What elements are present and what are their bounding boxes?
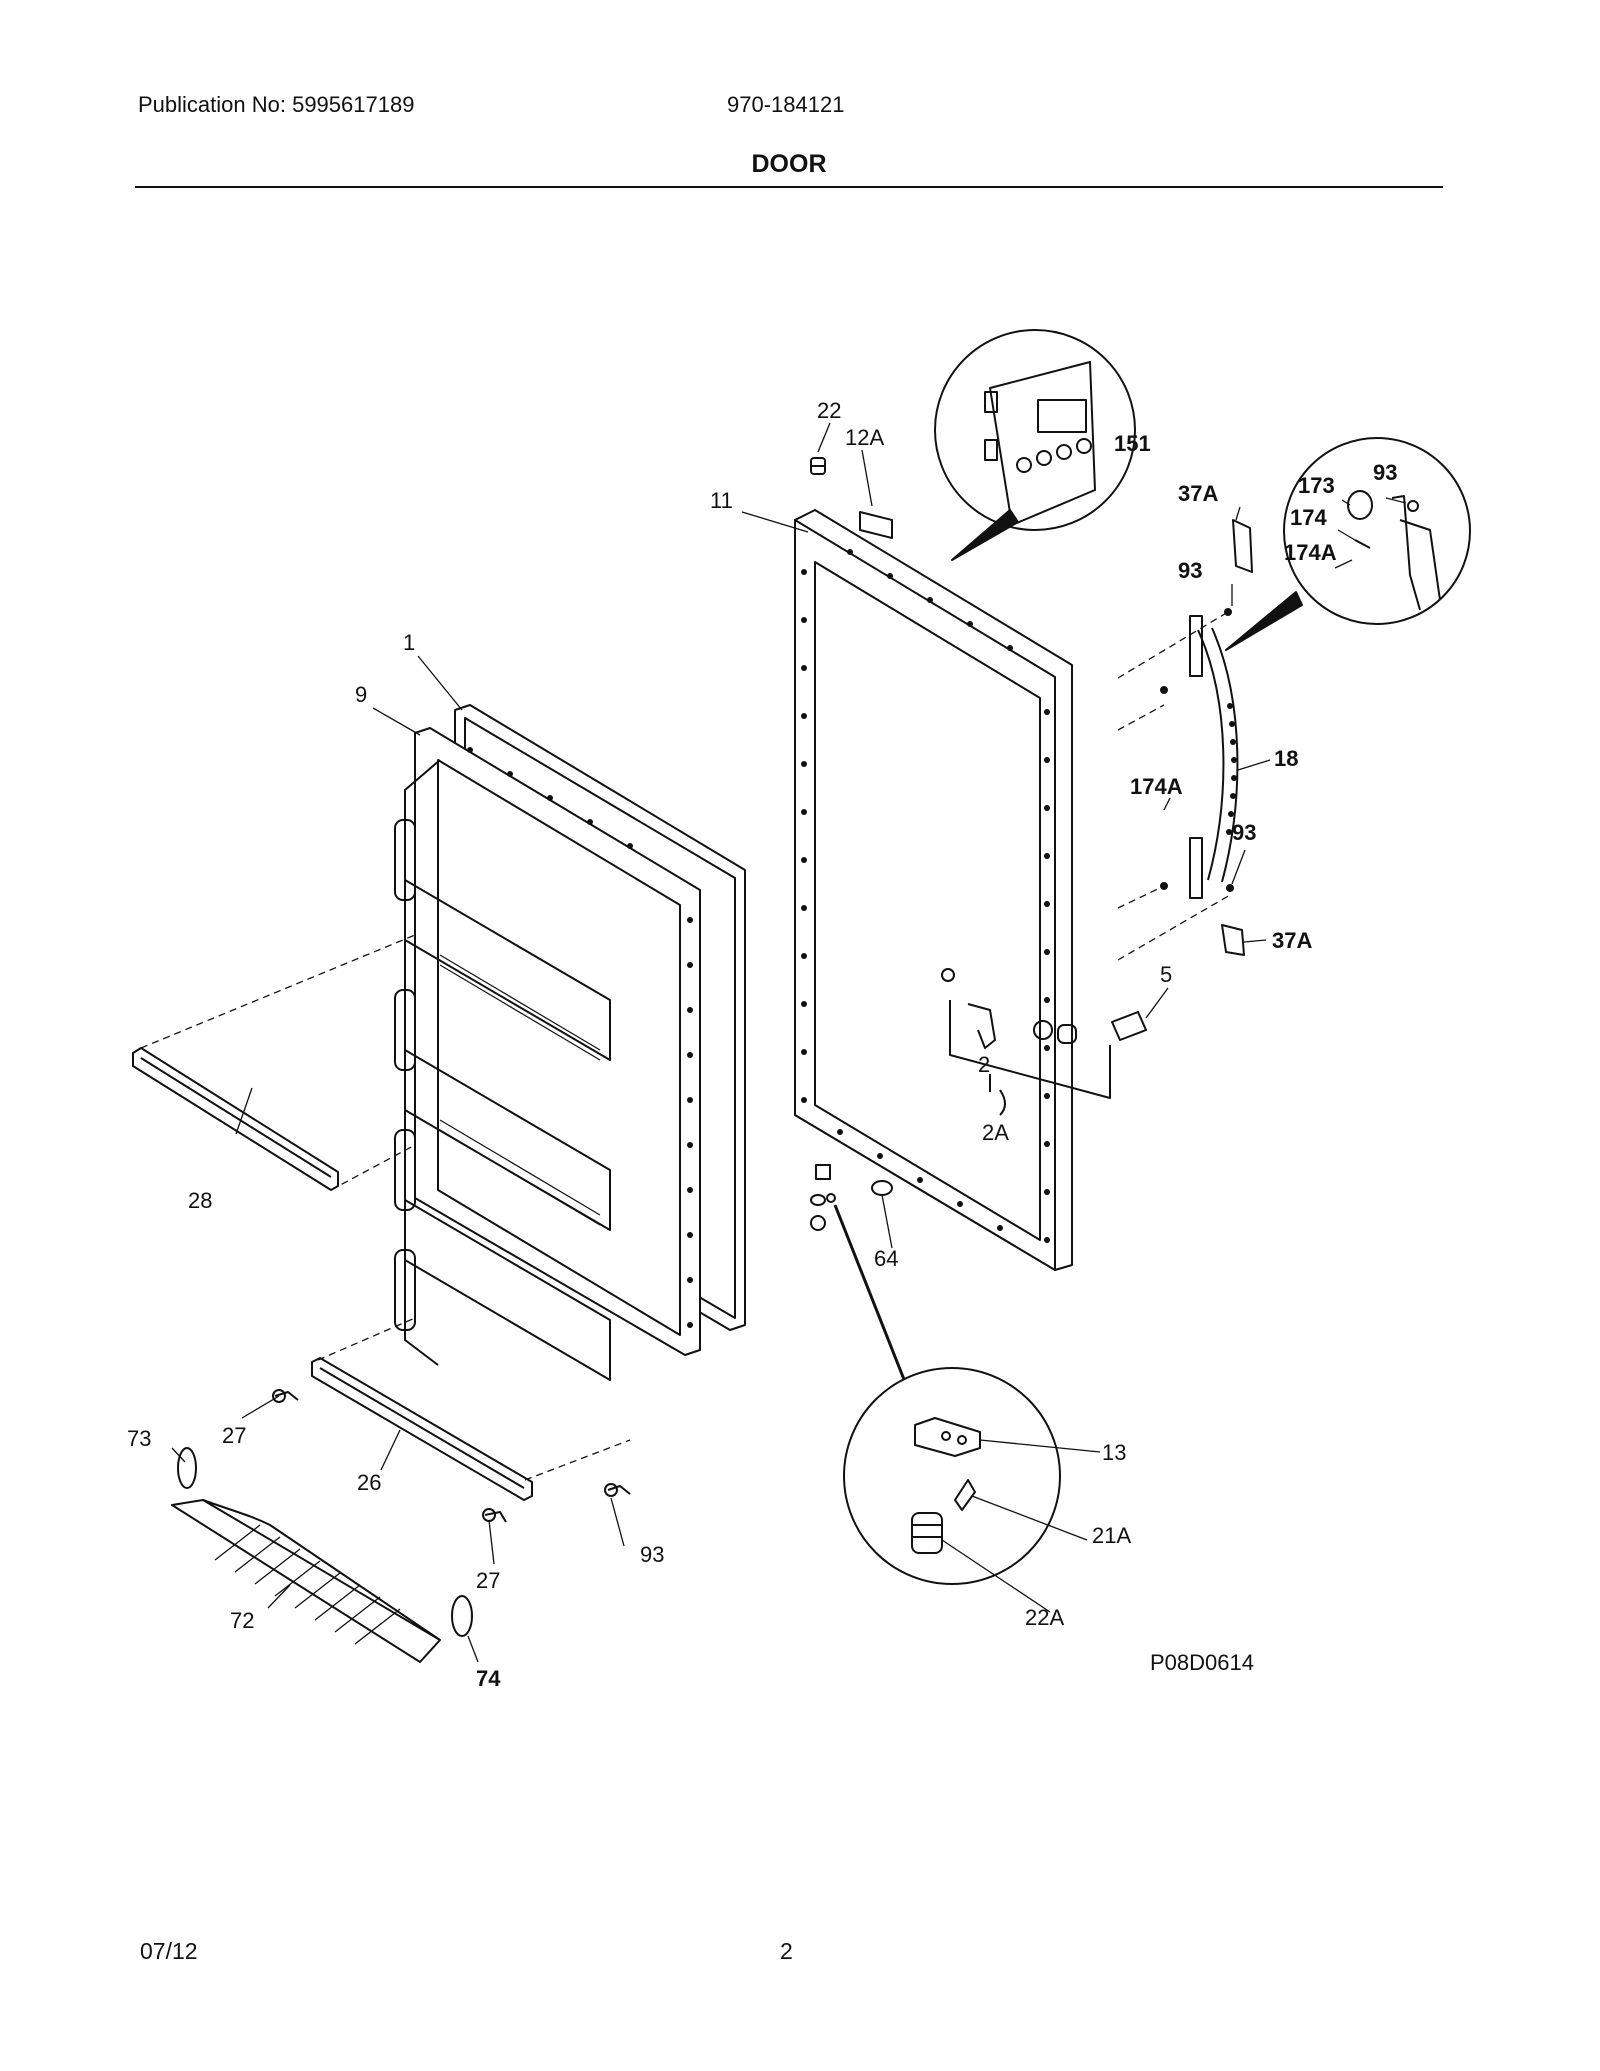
callout-27-right: 27 <box>476 1568 500 1593</box>
callout-2A: 2A <box>982 1120 1009 1145</box>
callout-174A-inset: 174A <box>1284 540 1337 565</box>
callout-11: 11 <box>710 488 733 513</box>
callout-21A: 21A <box>1092 1523 1131 1548</box>
drawing-id: P08D0614 <box>1150 1650 1254 1675</box>
callout-173: 173 <box>1298 473 1335 498</box>
callout-93-inset: 93 <box>1373 460 1397 485</box>
door-basket <box>171 1447 473 1663</box>
door-handle <box>1189 615 1239 899</box>
callout-22: 22 <box>817 398 841 423</box>
callout-12A: 12A <box>845 425 884 450</box>
callout-27-left: 27 <box>222 1423 246 1448</box>
lock-assembly <box>941 968 1147 1116</box>
callout-26: 26 <box>357 1470 381 1495</box>
page-title: DOOR <box>751 150 827 178</box>
shelf-screws <box>272 1389 631 1523</box>
door-liner <box>394 727 701 1381</box>
label-plate <box>859 511 893 539</box>
callout-22A: 22A <box>1025 1605 1064 1630</box>
callout-28: 28 <box>188 1188 212 1213</box>
callout-9: 9 <box>355 682 367 707</box>
footer-date: 07/12 <box>140 1938 198 1964</box>
callout-37A-bottom: 37A <box>1272 928 1312 953</box>
callout-18: 18 <box>1274 746 1298 771</box>
top-bushing <box>810 457 826 475</box>
callout-93-mid: 93 <box>1232 820 1256 845</box>
outer-door-panel <box>794 509 1073 1271</box>
publication-number: Publication No: 5995617189 <box>138 92 415 117</box>
control-panel-inset <box>934 329 1136 561</box>
callout-74: 74 <box>476 1666 501 1691</box>
header-rule <box>135 186 1443 188</box>
shelf-bar-lower <box>311 1357 533 1501</box>
end-cap-top <box>1232 519 1253 573</box>
footer-page-number: 2 <box>780 1938 793 1964</box>
callout-37A-top: 37A <box>1178 481 1218 506</box>
shelf-bar-upper <box>132 1047 339 1191</box>
callout-73: 73 <box>127 1426 151 1451</box>
callout-72: 72 <box>230 1608 254 1633</box>
callout-2: 2 <box>978 1052 990 1077</box>
callout-93-bottom: 93 <box>640 1542 664 1567</box>
callout-93-top: 93 <box>1178 558 1202 583</box>
callout-174: 174 <box>1290 505 1327 530</box>
hinge-inset <box>843 1367 1061 1585</box>
callout-5: 5 <box>1160 962 1172 987</box>
callout-64: 64 <box>874 1246 898 1271</box>
model-number: 970-184121 <box>727 92 845 117</box>
handle-inset <box>1225 437 1471 651</box>
callout-174A: 174A <box>1130 774 1183 799</box>
callout-13: 13 <box>1102 1440 1126 1465</box>
lower-hinge-parts <box>810 1164 907 1383</box>
end-cap-bottom <box>1221 924 1245 956</box>
callout-1: 1 <box>403 630 415 655</box>
callout-151: 151 <box>1114 431 1151 456</box>
